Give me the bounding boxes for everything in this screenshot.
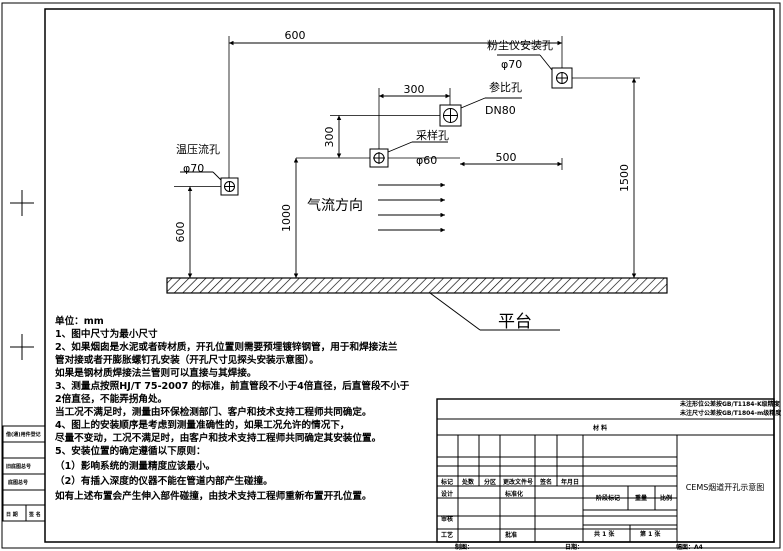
note-line-11: （1）影响系统的测量精度应该最小。 xyxy=(55,461,216,472)
label-ref-hole: 参比孔 xyxy=(489,80,522,94)
note-line-9: 尽量不变动，工况不满足时，由客户和技术支持工程师共同确定其安装位置。 xyxy=(55,433,382,444)
bottom-size: 幅面：A4 xyxy=(676,543,703,551)
title-block xyxy=(45,398,775,543)
strip-cell-4: 日 期 xyxy=(6,511,18,518)
drawing-title: CEMS烟道开孔示意图 xyxy=(686,482,765,492)
dim-300-h: 300 xyxy=(404,83,425,96)
note-line-13: 如有上述布置会产生伸入部件碰撞，由技术支持工程师重新布置开孔位置。 xyxy=(55,491,372,502)
note-line-1: 1、图中尺寸为最小尺寸 xyxy=(55,329,158,340)
label-tp-hole: 温压流孔 xyxy=(176,142,220,156)
dim-500: 500 xyxy=(496,151,517,164)
sheet-no: 第 1 张 xyxy=(639,530,661,538)
note-line-7: 当工况不满足时，测量由环保检测部门、客户和技术支持工程师共同确定。 xyxy=(55,407,372,418)
label-tp-hole-size: φ70 xyxy=(183,162,204,175)
note-line-3: 管对接或者开膨胀螺钉孔安装（开孔尺寸见探头安装示意图）。 xyxy=(55,355,319,366)
th-date: 年月日 xyxy=(561,478,579,486)
note-line-12: （2）有插入深度的仪器不能在管道内部产生碰撞。 xyxy=(55,476,273,487)
strip-cell-3: 底图总号 xyxy=(7,479,28,486)
bottom-date: 日期： xyxy=(565,543,583,551)
stage-mark-label: 阶段标记 xyxy=(596,494,620,502)
th-mark: 标记 xyxy=(440,478,453,486)
note-line-6: 2倍直径，不能弄拐角处。 xyxy=(55,394,168,405)
std-note-1: 未注形位公差按GB/T1184-K级精度 xyxy=(680,400,781,408)
note-line-8: 4、图上的安装顺序是考虑到测量准确性的，如果工况允许的情况下， xyxy=(55,420,350,431)
sheets-total: 共 1 张 xyxy=(594,530,615,538)
label-dust-hole: 粉尘仪安装孔 xyxy=(487,38,553,52)
label-dust-hole-size: φ70 xyxy=(501,58,522,71)
bottom-drafter: 制图： xyxy=(455,543,473,551)
label-ref-hole-size: DN80 xyxy=(485,104,516,117)
label-sample-hole-size: φ60 xyxy=(416,154,437,167)
note-line-5: 3、测量点按照HJ/T 75-2007 的标准，前直管段不小于4倍直径，后直管段… xyxy=(55,381,410,392)
review-label: 审核 xyxy=(441,515,453,523)
material-label: 材 料 xyxy=(592,424,607,432)
dim-1500: 1500 xyxy=(618,164,631,192)
tp-hole xyxy=(220,177,239,196)
note-line-10: 5、安装位置的确定遵循以下原则： xyxy=(55,446,206,457)
left-strip xyxy=(2,425,46,522)
label-airflow: 气流方向 xyxy=(307,198,363,214)
process-label: 工艺 xyxy=(441,531,453,539)
th-change-doc: 更改文件号 xyxy=(503,478,533,486)
standardize-label: 标准化 xyxy=(504,490,523,498)
note-line-2: 2、如果烟囱是水泥或者砖材质，开孔位置则需要预埋镀锌钢管，用于和焊接法兰 xyxy=(55,342,398,353)
sample-hole xyxy=(369,148,389,168)
std-note-2: 未注尺寸公差按GB/T1804-m级精度 xyxy=(680,409,782,417)
scale-label: 比例 xyxy=(660,494,672,502)
dust-hole xyxy=(551,67,573,89)
label-sample-hole: 采样孔 xyxy=(416,128,449,142)
strip-cell-1: 借(通)用件登记 xyxy=(5,431,41,438)
dim-600-top: 600 xyxy=(285,29,306,42)
strip-cell-2: 旧底图总号 xyxy=(6,463,31,470)
registration-marks xyxy=(10,190,34,360)
ref-hole xyxy=(439,104,462,127)
weight-label: 重量 xyxy=(635,494,647,502)
notes-unit: 单位：mm xyxy=(55,316,104,327)
th-sign: 签名 xyxy=(539,478,552,486)
th-zone: 分区 xyxy=(484,478,496,486)
dim-600-left: 600 xyxy=(174,222,187,243)
airflow-arrows xyxy=(378,182,445,233)
strip-cell-5: 签 名 xyxy=(28,511,41,518)
dim-300-v: 300 xyxy=(323,127,336,148)
label-platform: 平台 xyxy=(498,312,532,332)
th-count: 处数 xyxy=(461,478,475,486)
approve-label: 批准 xyxy=(505,531,517,539)
dim-1000: 1000 xyxy=(280,204,293,232)
platform-bar xyxy=(166,277,668,294)
note-line-4: 如果是钢材质焊接法兰管则可以直接与其焊接。 xyxy=(55,368,257,379)
design-label: 设计 xyxy=(441,490,453,498)
platform-leader xyxy=(429,292,481,331)
